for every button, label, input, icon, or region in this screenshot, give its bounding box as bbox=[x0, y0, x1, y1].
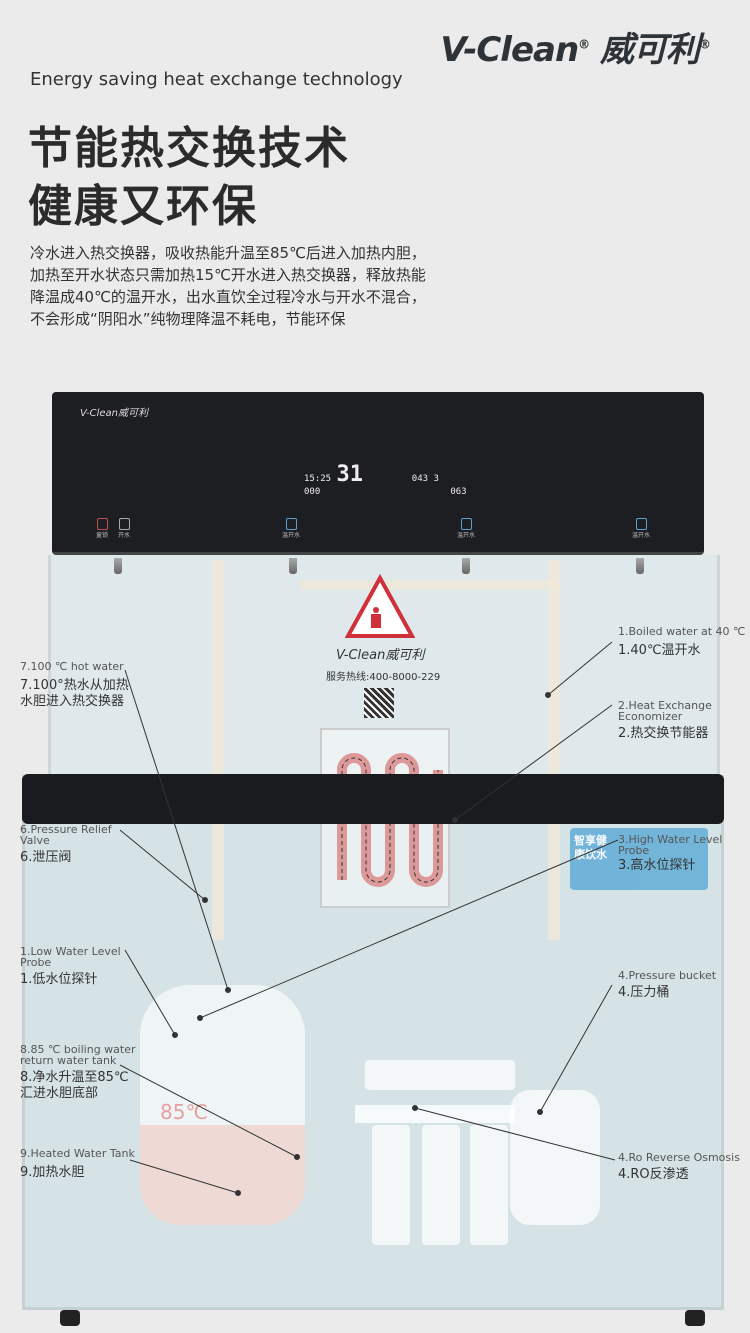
pipe bbox=[548, 560, 560, 940]
heated-water-tank: 85℃ bbox=[140, 985, 305, 1225]
faucet bbox=[289, 558, 297, 574]
service-hotline: 服务热线:400-8000-229 bbox=[326, 672, 441, 683]
desc-line: 降温成40℃的温开水，出水直饮全过程冷水与开水不混合， bbox=[30, 288, 426, 306]
lcd-display: 15:25 31 043 3 000 063 bbox=[304, 462, 467, 497]
wheel bbox=[60, 1310, 80, 1326]
subtitle-en: Energy saving heat exchange technology bbox=[30, 69, 403, 90]
filter-cartridge bbox=[422, 1125, 460, 1245]
warm-water-button-3[interactable]: 温开水 bbox=[632, 518, 650, 539]
control-panel: V-Clean威可利 15:25 31 043 3 000 063 童锁 开水 … bbox=[52, 392, 704, 555]
ro-membrane bbox=[365, 1060, 515, 1090]
description: 冷水进入热交换器，吸收热能升温至85℃后进入加热内胆， 加热至开水状态只需加热1… bbox=[30, 242, 510, 330]
title-line-2: 健康又环保 bbox=[28, 181, 258, 232]
boiling-water-button[interactable]: 开水 bbox=[118, 518, 130, 539]
faucet bbox=[114, 558, 122, 574]
warm-water-button-2[interactable]: 温开水 bbox=[457, 518, 475, 539]
filter-cartridge bbox=[372, 1125, 410, 1245]
pressure-bucket bbox=[510, 1090, 600, 1225]
desc-line: 加热至开水状态只需加热15℃开水进入热交换器，释放热能 bbox=[30, 266, 426, 284]
filter-cartridge bbox=[470, 1125, 508, 1245]
water-icon bbox=[118, 518, 130, 530]
tank-temperature: 85℃ bbox=[160, 1100, 208, 1124]
child-lock-button[interactable]: 童锁 bbox=[96, 518, 108, 539]
filter-bracket bbox=[355, 1105, 515, 1123]
panel-logo: V-Clean威可利 bbox=[80, 408, 148, 419]
pipe bbox=[300, 580, 560, 590]
shelf-band bbox=[22, 774, 724, 824]
lock-icon bbox=[96, 518, 108, 530]
warning-sign bbox=[344, 573, 416, 644]
product-sticker: 智享健康饮水 bbox=[570, 828, 708, 890]
faucet bbox=[636, 558, 644, 574]
brand-logo: V-Clean® 威可利® bbox=[440, 30, 711, 70]
qr-code bbox=[364, 688, 394, 718]
title-line-1: 节能热交换技术 bbox=[28, 123, 350, 174]
warning-brand: V-Clean威可利 bbox=[336, 648, 425, 663]
wheel bbox=[685, 1310, 705, 1326]
warm-water-button-1[interactable]: 温开水 bbox=[282, 518, 300, 539]
desc-line: 不会形成“阴阳水”纯物理降温不耗电，节能环保 bbox=[30, 310, 346, 328]
faucet bbox=[462, 558, 470, 574]
water-drop-icon bbox=[285, 518, 297, 530]
pipe bbox=[212, 560, 224, 940]
water-drop-icon bbox=[635, 518, 647, 530]
water-drop-icon bbox=[460, 518, 472, 530]
desc-line: 冷水进入热交换器，吸收热能升温至85℃后进入加热内胆， bbox=[30, 244, 426, 262]
sticker-text: 智享健康饮水 bbox=[574, 834, 607, 861]
